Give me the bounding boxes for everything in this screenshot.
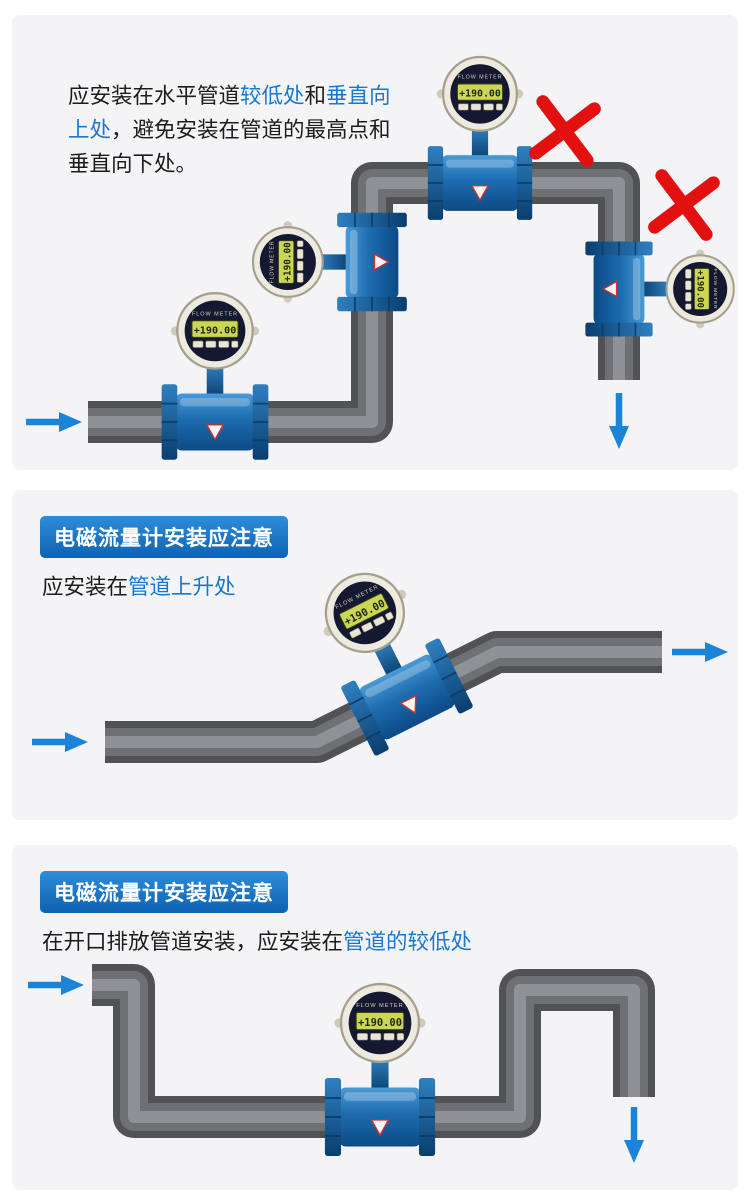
notice-badge: 电磁流量计安装应注意 xyxy=(40,516,288,558)
text-segment: 在开口排放管道安装，应安装在 xyxy=(42,930,344,954)
text-segment-highlight: 较低处 xyxy=(240,84,305,108)
flow-meter-at-low-point xyxy=(323,982,437,1158)
flow-arrow-inlet xyxy=(26,412,82,432)
error-x-icon xyxy=(536,102,595,161)
text-segment-highlight: 管道上升处 xyxy=(128,575,236,599)
flow-arrow-inlet xyxy=(28,975,84,995)
flow-meter-correct-low-horizontal xyxy=(160,292,270,461)
text-segment: 应安装在 xyxy=(42,575,129,599)
text-segment: ，避免安装在管道的最高点和垂直向下处。 xyxy=(68,118,391,176)
panel-open-discharge-install: 电磁流量计安装应注意 在开口排放管道安装，应安装在管道的较低处 xyxy=(12,845,738,1190)
pipe-diagram-2 xyxy=(12,552,738,763)
instruction-text: 应安装在水平管道较低处和垂直向上处，避免安装在管道的最高点和垂直向下处。 xyxy=(68,79,404,181)
text-segment: 应安装在水平管道 xyxy=(68,84,241,108)
flow-meter-correct-vertical-up xyxy=(251,211,408,313)
pipe-diagram-3 xyxy=(12,964,655,1190)
panel-horizontal-vertical-install: 应安装在水平管道较低处和垂直向上处，避免安装在管道的最高点和垂直向下处。 xyxy=(12,15,738,470)
text-segment: 和 xyxy=(304,84,327,108)
flow-arrow-outlet xyxy=(672,642,728,662)
notice-badge: 电磁流量计安装应注意 xyxy=(40,871,288,913)
pipe-diagram-1 xyxy=(12,55,735,461)
pipe xyxy=(92,964,655,1138)
flow-meter-wrong-vertical-down xyxy=(584,240,735,338)
caption-text: 应安装在管道上升处 xyxy=(42,570,236,601)
error-x-icon xyxy=(655,176,714,235)
panel-rising-pipe-install: 电磁流量计安装应注意 应安装在管道上升处 xyxy=(12,490,738,820)
flow-arrow-inlet xyxy=(32,732,88,752)
caption-text: 在开口排放管道安装，应安装在管道的较低处 xyxy=(42,925,472,956)
flow-arrow-discharge xyxy=(624,1107,644,1163)
flow-arrow-outlet xyxy=(609,393,629,449)
text-segment-highlight: 垂直向上处 xyxy=(68,84,391,142)
flow-meter-wrong-high-point xyxy=(426,55,534,222)
text-segment-highlight: 管道的较低处 xyxy=(343,930,473,954)
